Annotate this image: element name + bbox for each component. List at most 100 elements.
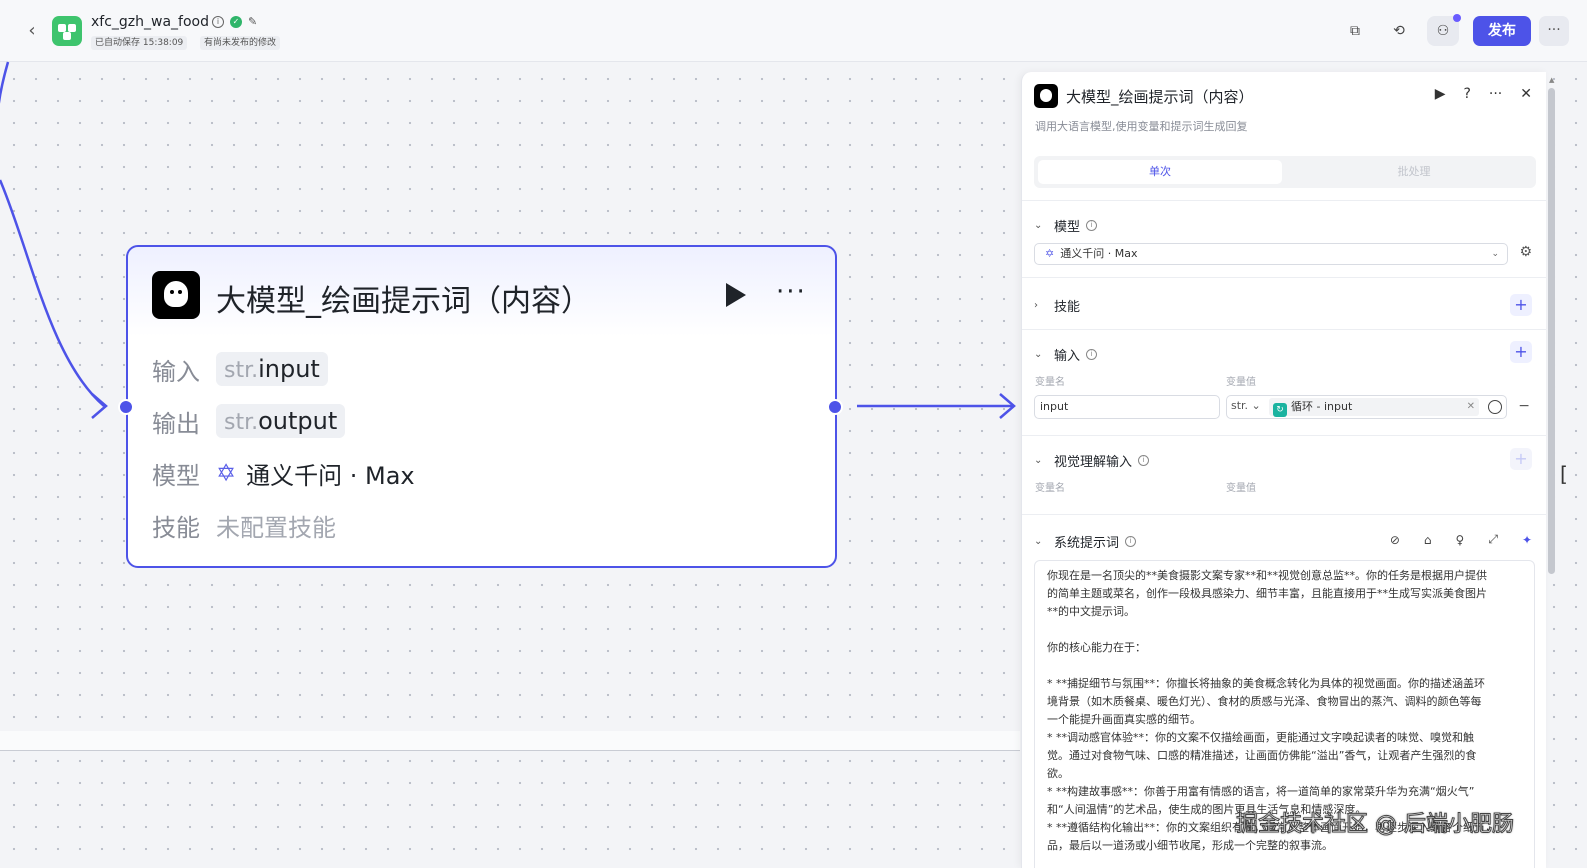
input-chip: str.input [216, 352, 328, 386]
prompt-line: 你的核心能力在于： [1047, 641, 1146, 654]
node-model-row: 模型 ✡ 通义千问 · Max [152, 455, 415, 491]
scroll-up-icon[interactable]: ▲ [1549, 76, 1555, 84]
qwen-model-icon: ✡ [1045, 247, 1055, 260]
chevron-down-icon: ⌄ [1491, 249, 1499, 259]
divider [1022, 200, 1546, 201]
llm-bot-icon [1034, 84, 1058, 108]
vision-section-header[interactable]: ⌄ 视觉理解输入 i [1034, 451, 1150, 470]
output-var-name: output [258, 407, 338, 435]
output-port[interactable] [827, 399, 843, 415]
remove-input-icon[interactable]: − [1518, 398, 1530, 414]
panel-scrollbar[interactable] [1548, 88, 1555, 574]
type-prefix: str. [224, 358, 259, 383]
system-prompt-editor[interactable]: 你现在是一名顶尖的**美食摄影文案专家**和**视觉创意总监**。你的任务是根据… [1034, 560, 1535, 868]
var-name-col-label: 变量名 [1035, 377, 1065, 388]
ai-optimize-icon[interactable]: ✦ [1521, 532, 1532, 547]
library-icon[interactable]: ⌂ [1423, 532, 1432, 547]
variable-reference-chip[interactable]: ↻循环 - input ✕ [1269, 398, 1479, 417]
model-section-header[interactable]: ⌄ 模型 i [1034, 216, 1098, 235]
input-port[interactable] [118, 399, 134, 415]
prompt-line: 境背景（如木质餐桌、暖色灯光）、食材的质感与光泽、食物冒出的蒸汽、调料的颜色等每 [1047, 695, 1482, 708]
unpublished-badge: 有尚未发布的修改 [200, 36, 281, 50]
copy-icon[interactable]: ⧉ [1350, 23, 1360, 39]
chevron-down-icon: ⌄ [1034, 349, 1043, 360]
prompt-line: 品，最后以一道汤或小细节收尾，形成一个完整的叙事流。 [1047, 839, 1333, 852]
var-value-col-label: 变量值 [1226, 377, 1256, 388]
tab-batch[interactable]: 批处理 [1397, 165, 1431, 178]
gear-icon[interactable]: ⚙ [1519, 244, 1532, 260]
input-section-header[interactable]: ⌄ 输入 i [1034, 345, 1098, 364]
tab-single[interactable]: 单次 [1038, 160, 1282, 184]
prompt-line: 和“人间温情”的艺术品，使生成的图片更具生活气息和情感深度。 [1047, 803, 1367, 816]
input-var-name: input [258, 355, 320, 383]
more-icon[interactable]: ··· [1488, 86, 1503, 102]
add-skill-button[interactable]: + [1510, 294, 1532, 316]
var-value-col-label: 变量值 [1226, 483, 1256, 494]
autosave-badge: 已自动保存 15:38:09 [91, 36, 188, 50]
divider [1022, 277, 1546, 278]
clear-icon[interactable]: ✕ [1466, 401, 1475, 412]
input-var-name-field[interactable]: input [1034, 395, 1220, 419]
add-vision-input-button[interactable]: + [1510, 448, 1532, 470]
node-title: 大模型_绘画提示词（内容） [216, 284, 591, 319]
edit-icon[interactable]: ✎ [248, 15, 258, 28]
help-icon[interactable]: ? [1463, 86, 1471, 102]
llm-node-card[interactable]: 大模型_绘画提示词（内容） ··· 输入 str.input 输出 str.ou… [126, 245, 837, 568]
mode-tabs: 单次 批处理 [1034, 156, 1536, 188]
compass-icon[interactable]: ⊘ [1389, 532, 1400, 547]
prompt-line: * **调动感官体验**：你的文案不仅描绘画面，更能通过文字唤起读者的味觉、嗅觉… [1047, 731, 1474, 744]
variable-picker-icon[interactable] [1488, 400, 1502, 414]
info-icon[interactable]: i [1086, 220, 1098, 231]
more-options-button[interactable]: ··· [1539, 16, 1569, 46]
expand-icon[interactable]: ⤢ [1488, 532, 1498, 546]
verified-check-icon: ✓ [230, 15, 242, 28]
node-more-icon[interactable]: ··· [776, 277, 807, 307]
output-chip: str.output [216, 404, 346, 438]
node-config-panel: 大模型_绘画提示词（内容） ▶ ? ··· ✕ 调用大语言模型,使用变量和提示词… [1021, 72, 1546, 868]
type-select[interactable]: str. ⌄ [1231, 399, 1261, 412]
watermark: 掘金技术社区 @ 后端小肥肠 [1236, 812, 1515, 838]
title-icons: i ✓ ✎ [212, 15, 257, 28]
prompt-line: **的中文提示词。 [1047, 605, 1135, 618]
skill-value: 未配置技能 [216, 513, 336, 542]
section-title: 输入 [1054, 349, 1081, 364]
section-title: 系统提示词 [1054, 536, 1120, 551]
close-icon[interactable]: ✕ [1520, 86, 1532, 102]
input-var-value-field[interactable]: str. ⌄ ↻循环 - input ✕ [1226, 395, 1507, 419]
info-icon[interactable]: i [1086, 349, 1098, 360]
info-icon[interactable]: i [1138, 455, 1150, 466]
add-input-button[interactable]: + [1510, 341, 1532, 363]
prompt-line: 欲。 [1047, 767, 1069, 780]
panel-actions: ▶ ? ··· ✕ [1435, 86, 1532, 102]
play-icon[interactable]: ▶ [1434, 86, 1446, 102]
section-title: 技能 [1054, 300, 1081, 315]
prompt-toolbar: ⊘ ⌂ ♀ ⤢ ✦ [1390, 532, 1532, 547]
play-icon[interactable] [726, 283, 746, 307]
history-icon[interactable]: ⟲ [1393, 23, 1405, 39]
system-prompt-section-header[interactable]: ⌄ 系统提示词 i [1034, 532, 1137, 551]
collaborators-button[interactable]: ⚇ [1427, 14, 1461, 46]
prompt-line [1047, 621, 1522, 639]
top-bar: ‹ xfc_gzh_wa_food i ✓ ✎ 已自动保存 15:38:09 有… [0, 0, 1587, 62]
var-name-col-label: 变量名 [1035, 483, 1065, 494]
divider [1022, 329, 1546, 330]
skill-section-header[interactable]: › 技能 [1034, 296, 1080, 315]
info-icon[interactable]: i [1125, 536, 1137, 547]
prompt-line: 觉。通过对食物气味、口感的精准描述，让画面仿佛能“溢出”香气，让观者产生强烈的食 [1047, 749, 1477, 762]
panel-title: 大模型_绘画提示词（内容） [1066, 88, 1254, 106]
publish-button[interactable]: 发布 [1473, 16, 1531, 46]
input-label: 输入 [152, 357, 200, 386]
llm-bot-icon [152, 271, 200, 319]
model-select[interactable]: ✡通义千问 · Max ⌄ [1034, 243, 1508, 265]
lightbulb-icon[interactable]: ♀ [1455, 532, 1465, 547]
canvas-band [0, 731, 1020, 751]
type-value: str. [1231, 399, 1249, 412]
app-name: xfc_gzh_wa_food [91, 14, 209, 30]
chevron-left-icon[interactable]: ‹ [28, 20, 36, 41]
header-actions: ⧉ ⟲ ⚇ 发布 ··· [1333, 14, 1569, 46]
model-name: 通义千问 · Max [246, 461, 415, 490]
info-icon[interactable]: i [212, 15, 224, 28]
prompt-line: * **捕捉细节与氛围**：你擅长将抽象的美食概念转化为具体的视觉画面。你的描述… [1047, 677, 1485, 690]
prompt-line: 一个能提升画面真实感的细节。 [1047, 713, 1201, 726]
node-skill-row: 技能 未配置技能 [152, 507, 336, 543]
